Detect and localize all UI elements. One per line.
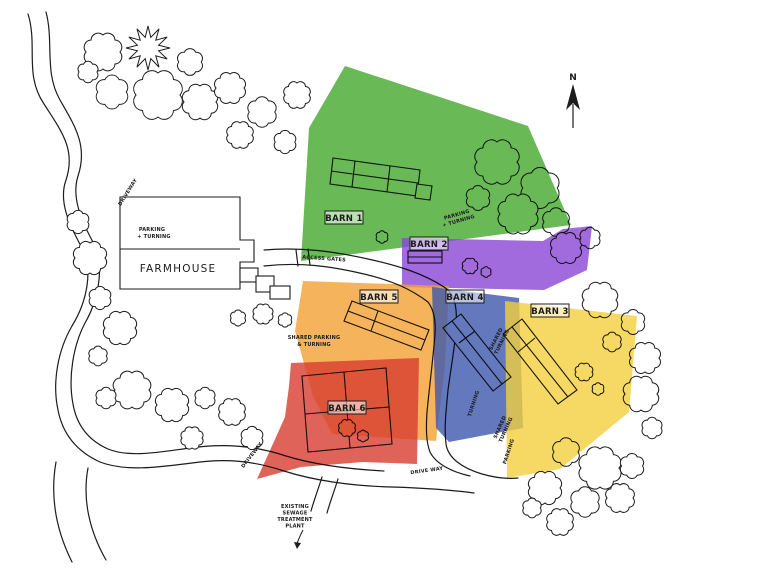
tree — [103, 311, 137, 345]
tree — [230, 309, 246, 327]
annotation-shared-parking-1: SHARED PARKING — [288, 335, 341, 341]
annotation-sewage-4: PLANT — [285, 524, 305, 530]
tree — [641, 416, 663, 440]
farmhouse-buildings — [119, 196, 291, 300]
tree — [66, 210, 90, 234]
sewage-arrowhead-icon — [294, 542, 301, 549]
barn4-label: BARN 4 — [446, 293, 483, 303]
barn3-label: BARN 3 — [531, 307, 568, 317]
tree — [77, 60, 99, 84]
compass: N — [566, 73, 580, 128]
tree — [620, 453, 644, 479]
barn6-label: BARN 6 — [328, 404, 365, 414]
tree — [578, 446, 622, 490]
zone-barn1 — [301, 66, 571, 261]
farmhouse-outline — [119, 196, 255, 290]
tree — [181, 83, 219, 121]
sewage-spur-2 — [326, 478, 339, 514]
annotation-access-gates: ACCESS GATES — [302, 254, 346, 263]
zone-barn3 — [505, 301, 637, 478]
tree — [522, 497, 542, 519]
annotation-farmhouse-parking-2: + TURNING — [137, 234, 170, 240]
zones — [257, 66, 637, 479]
labels: FARMHOUSE BARN 1 BARN 2 BARN 5 BARN 4 BA… — [117, 178, 570, 549]
tree — [273, 130, 297, 154]
tree — [95, 74, 129, 110]
farmhouse-step-3 — [269, 285, 291, 300]
tree — [88, 345, 108, 367]
barn5-label: BARN 5 — [360, 293, 397, 303]
road-exit-bottom-left-2 — [85, 467, 107, 561]
tree — [546, 508, 574, 536]
north-label: N — [569, 73, 577, 83]
tree — [194, 386, 216, 410]
road-exit-bottom-left-1 — [53, 461, 73, 563]
barn5-label-box — [359, 289, 399, 304]
barn4-label-box — [445, 289, 485, 304]
north-arrow-icon — [566, 84, 580, 110]
zone-barn6 — [257, 358, 419, 479]
tree — [278, 312, 292, 328]
barn2-label-box — [409, 236, 449, 251]
tree — [247, 96, 277, 128]
barn3-label-box — [530, 303, 570, 318]
tree — [283, 81, 311, 109]
annotation-shared-parking-2: & TURNING — [297, 342, 331, 348]
zone-barn2 — [402, 226, 592, 290]
tree — [112, 370, 152, 410]
barn2-label: BARN 2 — [410, 240, 447, 250]
tree — [252, 303, 274, 325]
farmhouse-label: FARMHOUSE — [140, 263, 217, 275]
barn6-label-box — [327, 400, 367, 415]
tree — [155, 388, 189, 422]
tree — [214, 72, 246, 104]
tree — [133, 70, 183, 120]
road-left-outer — [27, 13, 475, 494]
road-left-inner — [45, 11, 385, 472]
tree — [73, 241, 107, 275]
farmhouse-step-1 — [239, 267, 259, 283]
tree — [95, 386, 117, 410]
annotation-farmhouse-parking-1: PARKING — [139, 227, 165, 233]
annotation-sewage-3: TREATMENT — [277, 517, 313, 523]
annotation-sewage-1: EXISTING — [281, 504, 309, 510]
access-gate-tick-1 — [295, 249, 299, 267]
zone-barn4 — [432, 287, 523, 442]
tree — [570, 486, 600, 518]
barn1-label-box — [324, 210, 364, 225]
sewage-spur-1 — [310, 476, 323, 512]
barn1-label: BARN 1 — [325, 214, 362, 224]
tree — [125, 25, 171, 71]
annotation-drive-way: DRIVE WAY — [410, 466, 444, 477]
tree — [180, 426, 204, 450]
sewage-pointer-arrow — [296, 529, 304, 545]
annotation-sewage-2: SEWAGE — [283, 511, 308, 517]
tree — [177, 48, 203, 76]
tree — [226, 121, 254, 149]
tree — [218, 398, 246, 426]
tree — [88, 286, 112, 310]
